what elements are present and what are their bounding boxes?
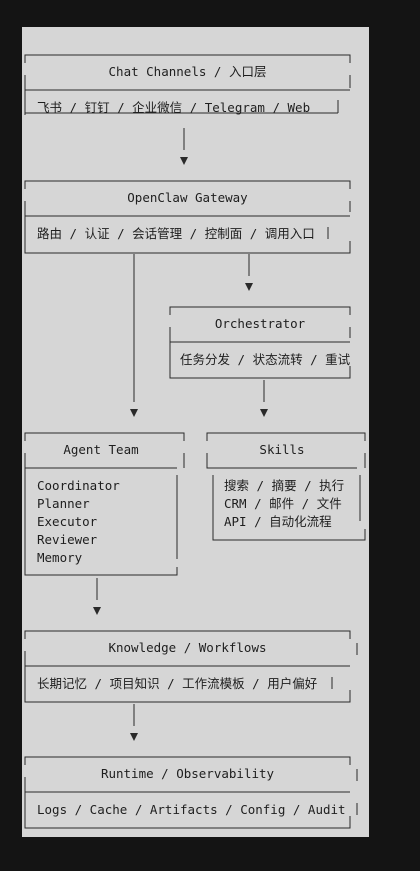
knowledge-row: 长期记忆 / 项目知识 / 工作流模板 / 用户偏好	[37, 676, 318, 691]
gateway-box	[24, 180, 351, 254]
connectors	[96, 128, 265, 726]
agent-team-item: Reviewer	[37, 532, 98, 547]
agent-team-item: Memory	[37, 550, 83, 565]
gateway-title: OpenClaw Gateway	[127, 190, 248, 205]
skills-box	[206, 432, 366, 541]
orchestrator-box	[169, 306, 351, 379]
knowledge-box	[24, 630, 358, 703]
orchestrator-title: Orchestrator	[214, 316, 306, 331]
skills-title: Skills	[259, 442, 305, 457]
chat-channels-box	[24, 54, 351, 115]
arrow-to-skills	[260, 409, 268, 417]
orchestrator-row: 任务分发 / 状态流转 / 重试	[180, 352, 351, 367]
diagram-lines	[24, 54, 366, 829]
chat-channels-row: 飞书 / 钉钉 / 企业微信 / Telegram / Web	[37, 100, 311, 115]
runtime-row: Logs / Cache / Artifacts / Config / Audi…	[37, 802, 346, 817]
arrow-to-gateway	[180, 157, 188, 165]
agent-team-item: Executor	[37, 514, 98, 529]
skills-item: CRM / 邮件 / 文件	[224, 496, 342, 511]
arrow-to-agent-team	[130, 409, 138, 417]
agent-team-box	[24, 432, 185, 576]
skills-item: API / 自动化流程	[224, 514, 332, 529]
gateway-row: 路由 / 认证 / 会话管理 / 控制面 / 调用入口	[37, 226, 315, 241]
chat-channels-title: Chat Channels / 入口层	[108, 64, 267, 79]
agent-team-item: Coordinator	[37, 478, 120, 493]
arrow-to-runtime	[130, 733, 138, 741]
diagram-panel: Chat Channels / 入口层 飞书 / 钉钉 / 企业微信 / Tel…	[22, 27, 369, 837]
arrow-to-orchestrator	[245, 283, 253, 291]
arrow-to-knowledge	[93, 607, 101, 615]
knowledge-title: Knowledge / Workflows	[108, 640, 267, 655]
runtime-box	[24, 756, 358, 829]
runtime-title: Runtime / Observability	[100, 766, 275, 781]
agent-team-item: Planner	[37, 496, 90, 511]
skills-item: 搜索 / 摘要 / 执行	[224, 478, 345, 493]
agent-team-title: Agent Team	[63, 442, 139, 457]
